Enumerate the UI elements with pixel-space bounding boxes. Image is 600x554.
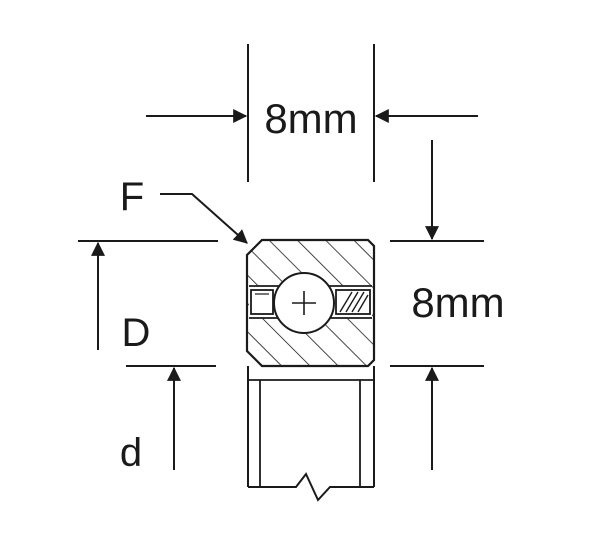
inner-diameter-label: d (120, 431, 142, 475)
width-dimension-label: 8mm (264, 95, 357, 142)
bearing-section (245, 238, 376, 368)
chamfer-leader (160, 193, 248, 244)
height-dimension-label: 8mm (411, 279, 504, 326)
chamfer-label: F (120, 175, 144, 219)
outer-diameter-label: D (122, 311, 151, 355)
shaft-section (247, 366, 375, 502)
